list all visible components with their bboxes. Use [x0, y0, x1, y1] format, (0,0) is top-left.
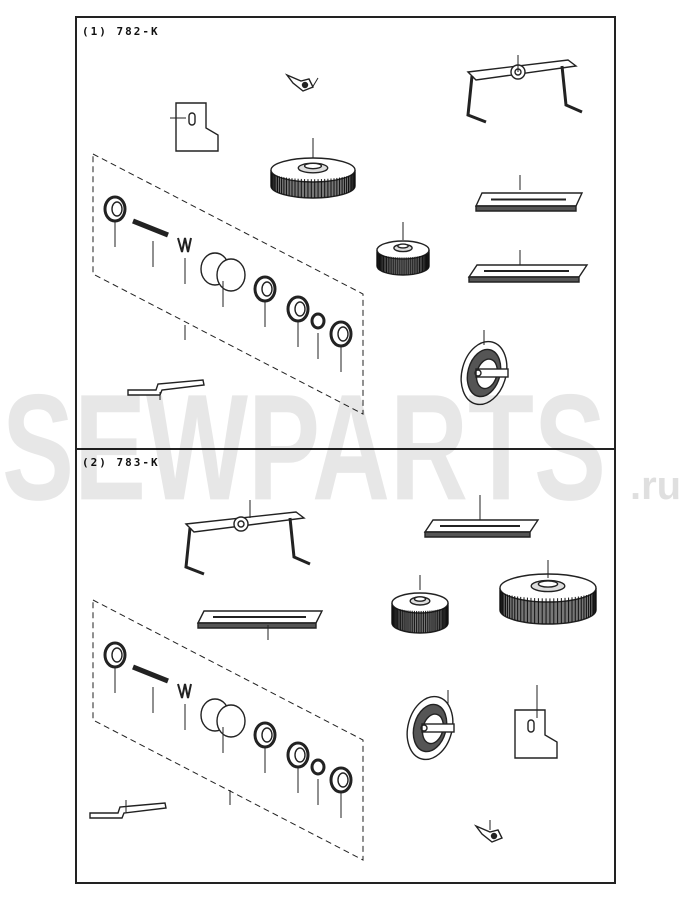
feed-bar	[424, 531, 531, 538]
tension-assembly-part	[261, 727, 273, 743]
thread-guide-tab	[490, 832, 498, 840]
tension-assembly-part	[216, 704, 246, 738]
diagram-frame	[75, 16, 616, 884]
tension-assembly-part	[111, 201, 123, 217]
feed-bar	[468, 276, 580, 283]
section-divider	[75, 448, 616, 450]
tension-assembly-part	[177, 683, 192, 699]
thread-guide-tab	[473, 824, 503, 843]
leader-line	[311, 77, 319, 89]
hook-bracket	[184, 517, 311, 576]
bracket-plate	[514, 709, 558, 759]
hook-bracket	[466, 65, 583, 124]
dashed-assembly-box	[92, 153, 364, 415]
hook-bracket	[237, 520, 245, 528]
bracket-plate	[188, 112, 196, 126]
tension-assembly-part	[132, 664, 169, 684]
feed-plate	[475, 205, 577, 212]
rotary-hook	[420, 724, 428, 732]
section-2-label: (2) 783-K	[82, 456, 160, 469]
tension-assembly-part	[216, 258, 246, 292]
feed-plate	[197, 622, 317, 629]
tension-assembly-part	[261, 281, 273, 297]
lever-spring	[89, 802, 167, 819]
small-gear	[397, 243, 409, 249]
dashed-assembly-box	[92, 599, 364, 861]
tension-assembly-part	[177, 237, 192, 253]
bracket-plate	[175, 102, 219, 152]
small-gear	[413, 596, 427, 602]
rotary-hook	[474, 369, 482, 377]
bracket-plate	[527, 719, 535, 733]
large-gear	[537, 580, 559, 588]
tension-assembly-part	[337, 772, 349, 788]
tension-assembly-part	[310, 312, 326, 330]
tension-assembly-part	[132, 218, 169, 238]
large-gear	[303, 162, 323, 170]
rotary-hook	[475, 368, 509, 378]
tension-assembly-part	[337, 326, 349, 342]
tension-assembly-part	[310, 758, 326, 776]
thread-guide-tab	[284, 73, 314, 92]
hook-bracket	[233, 516, 249, 532]
section-1-label: (1) 782-K	[82, 25, 160, 38]
tension-assembly-part	[294, 747, 306, 763]
thread-guide-tab	[301, 81, 309, 89]
lever-spring	[127, 379, 205, 396]
tension-assembly-part	[111, 647, 123, 663]
rotary-hook	[421, 723, 455, 733]
tension-assembly-part	[294, 301, 306, 317]
